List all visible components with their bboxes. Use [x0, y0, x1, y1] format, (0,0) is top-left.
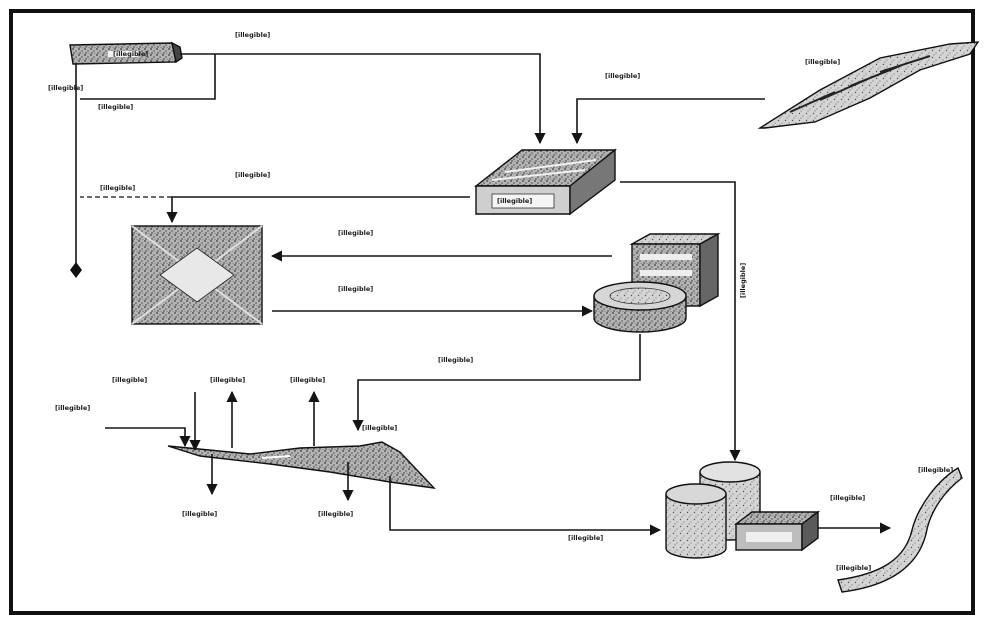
- dump-runoff-line: [571, 98, 765, 145]
- evap-humedo-label: [illegible]: [210, 376, 245, 384]
- efluente-label: [illegible]: [830, 494, 865, 502]
- waste-dump: [757, 41, 980, 129]
- thickener-tank: [593, 281, 687, 333]
- agua-proceso-label: [illegible]: [338, 285, 373, 293]
- deposito-relaves-label: [illegible]: [362, 424, 397, 432]
- mine-recycle-line: [80, 54, 216, 100]
- escorrentia-label: [illegible]: [55, 404, 90, 412]
- tailings-deposit: [167, 441, 436, 489]
- escorrentia-deposito-label: [illegible]: [605, 72, 640, 80]
- precipitacion-label: [illegible]: [112, 376, 147, 384]
- poza-label: [illegible]: [497, 197, 532, 205]
- treatment-tanks: [665, 461, 821, 559]
- pond-discharge-line: [620, 181, 741, 462]
- reciclamiento-agua-label: [illegible]: [235, 171, 270, 179]
- tailings-excess-line: [389, 476, 662, 536]
- agua-a-verter-label: [illegible]: [739, 263, 747, 298]
- tailings-pond-water-line: [352, 334, 641, 432]
- process-plant: [131, 225, 263, 325]
- diamond-node: [70, 262, 82, 278]
- mine-to-pond-line: [180, 53, 546, 145]
- agua-excedente-mina-label: [illegible]: [235, 31, 270, 39]
- mine-unit: [illegible]: [69, 41, 183, 65]
- rio-top-label: [illegible]: [918, 466, 953, 474]
- agua-retenida-label: [illegible]: [318, 510, 353, 518]
- river: [837, 466, 963, 593]
- mine-label: [illegible]: [113, 50, 148, 58]
- agua-poza-relaves-label: [illegible]: [438, 356, 473, 364]
- agua-excedente-relavera-label: [illegible]: [568, 534, 603, 542]
- depositos-desmonte-label: [illegible]: [805, 58, 840, 66]
- rio-bottom-label: [illegible]: [836, 564, 871, 572]
- diagram-frame: [9, 9, 975, 615]
- dashed-flow-label: [illegible]: [100, 184, 135, 192]
- side-flow-label: [illegible]: [48, 84, 83, 92]
- reciclamiento-mina-label: [illegible]: [98, 103, 133, 111]
- infiltracion-label: [illegible]: [182, 510, 217, 518]
- stabilization-pond: [illegible]: [473, 148, 617, 216]
- evap-no-saturado-label: [illegible]: [290, 376, 325, 384]
- pond-recycle-line: [166, 196, 470, 224]
- recirculacion-label: [illegible]: [338, 229, 373, 237]
- runoff-line: [105, 427, 191, 448]
